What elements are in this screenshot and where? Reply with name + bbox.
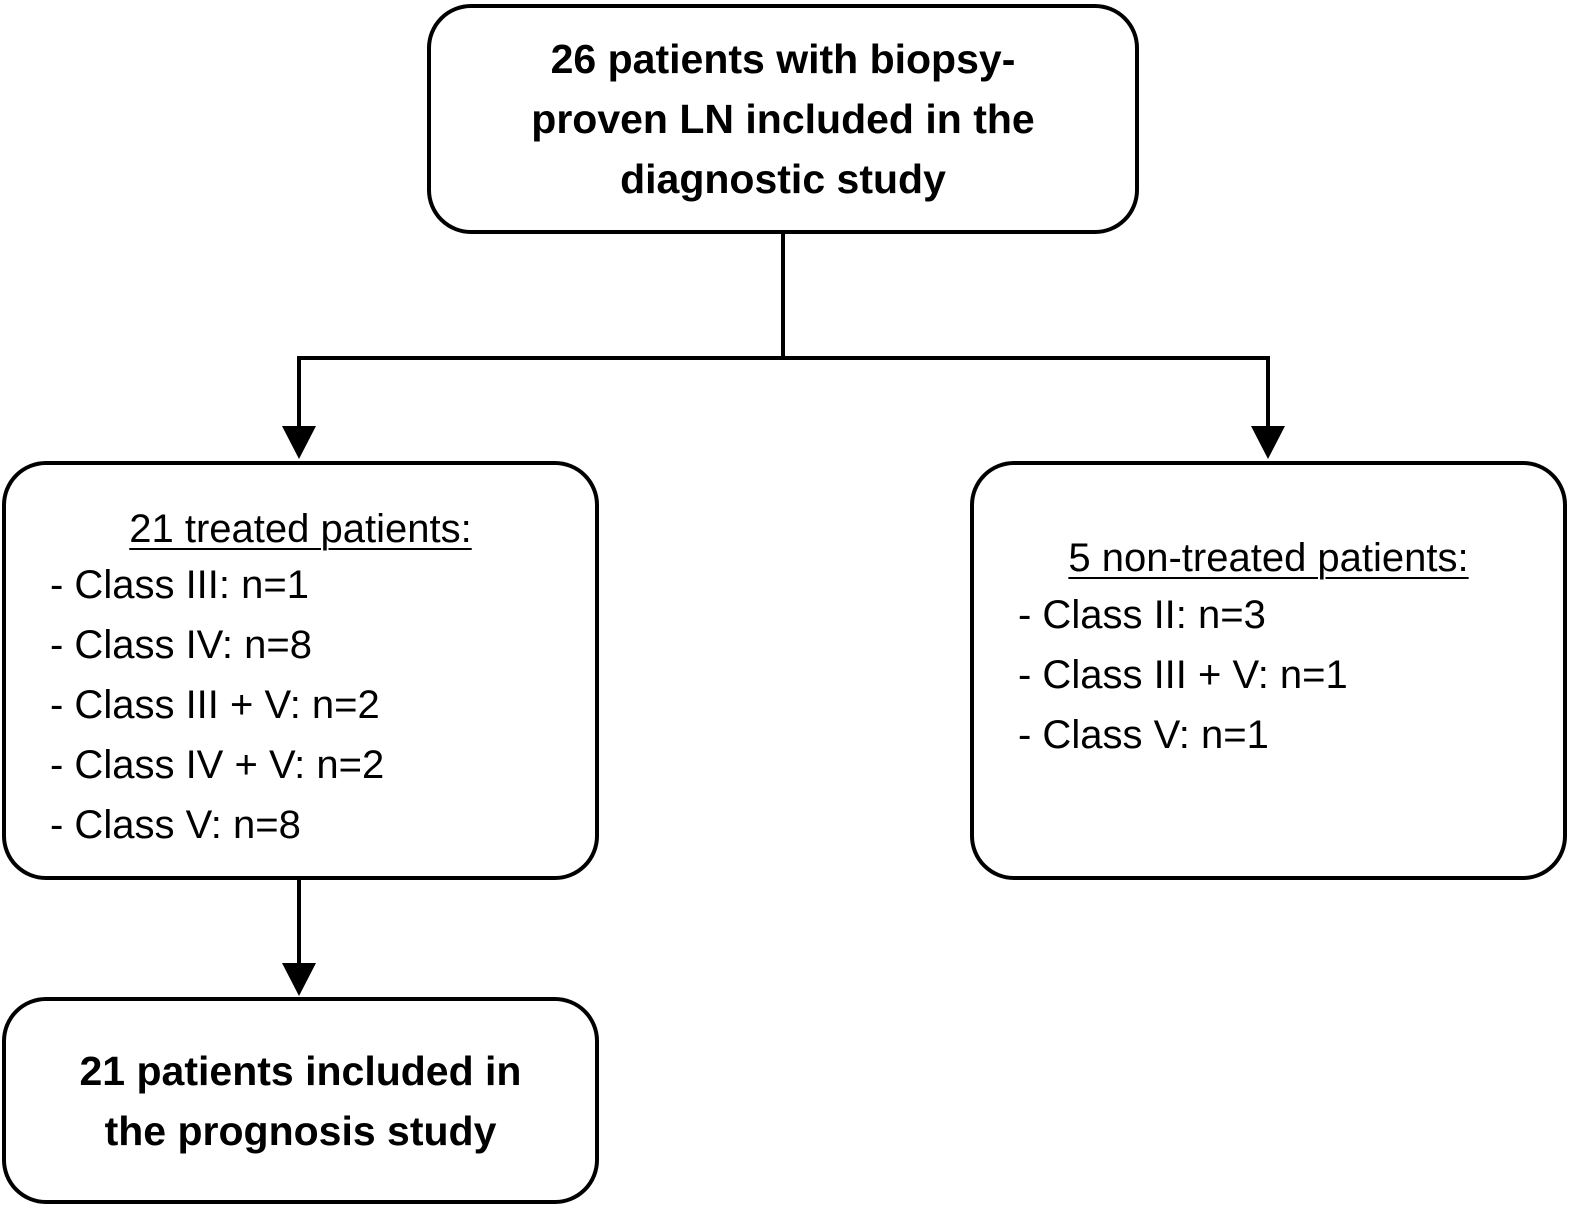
treated-class-item: - Class IV + V: n=2 [50,743,385,787]
node-prognosis-study-text: 21 patients included in the prognosis st… [79,1047,522,1154]
non-treated-class-item: - Class II: n=3 [1018,593,1266,637]
node-diagnostic-study-text: 26 patients with biopsy-proven LN includ… [531,36,1035,202]
arrowhead-right-icon [1251,426,1285,459]
treated-class-item: - Class III + V: n=2 [50,683,380,727]
treated-class-list: - Class III: n=1 - Class IV: n=8 - Class… [50,555,384,855]
node-prognosis-study: 21 patients included in the prognosis st… [2,997,599,1204]
non-treated-class-item: - Class V: n=1 [1018,713,1269,757]
treated-heading: 21 treated patients: [129,507,472,551]
node-diagnostic-study: 26 patients with biopsy-proven LN includ… [427,4,1139,234]
treated-class-item: - Class III: n=1 [50,563,309,607]
node-non-treated-patients: 5 non-treated patients: - Class II: n=3 … [970,461,1567,880]
non-treated-class-item: - Class III + V: n=1 [1018,653,1348,697]
arrowhead-left-icon [282,426,316,459]
arrowhead-bottom-icon [282,963,316,996]
node-treated-patients: 21 treated patients: - Class III: n=1 - … [2,461,599,880]
non-treated-heading: 5 non-treated patients: [1068,536,1469,580]
non-treated-class-list: - Class II: n=3 - Class III + V: n=1 - C… [1018,585,1348,765]
treated-class-item: - Class IV: n=8 [50,623,312,667]
treated-class-item: - Class V: n=8 [50,803,301,847]
